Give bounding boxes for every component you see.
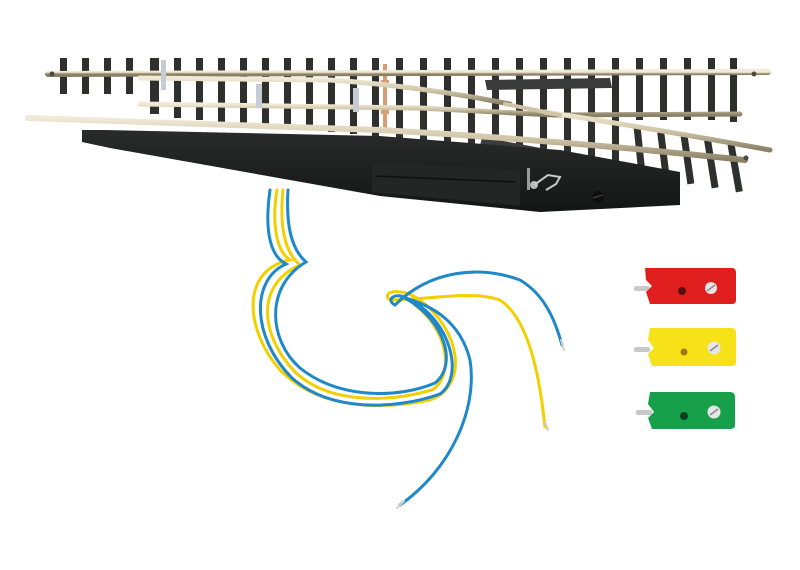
plug-yellow [634, 328, 736, 366]
rails [25, 69, 773, 163]
blue-wire-1 [258, 188, 564, 407]
switch-clips [161, 60, 359, 112]
plug-red [634, 268, 736, 304]
blue-wire-2 [274, 188, 473, 507]
screw [592, 191, 604, 203]
plug-green [636, 392, 735, 429]
motor-housing [82, 130, 680, 212]
rail-fixings [49, 71, 757, 161]
manual-lever [527, 168, 562, 191]
yellow-wire [251, 188, 547, 429]
wires [251, 188, 565, 509]
